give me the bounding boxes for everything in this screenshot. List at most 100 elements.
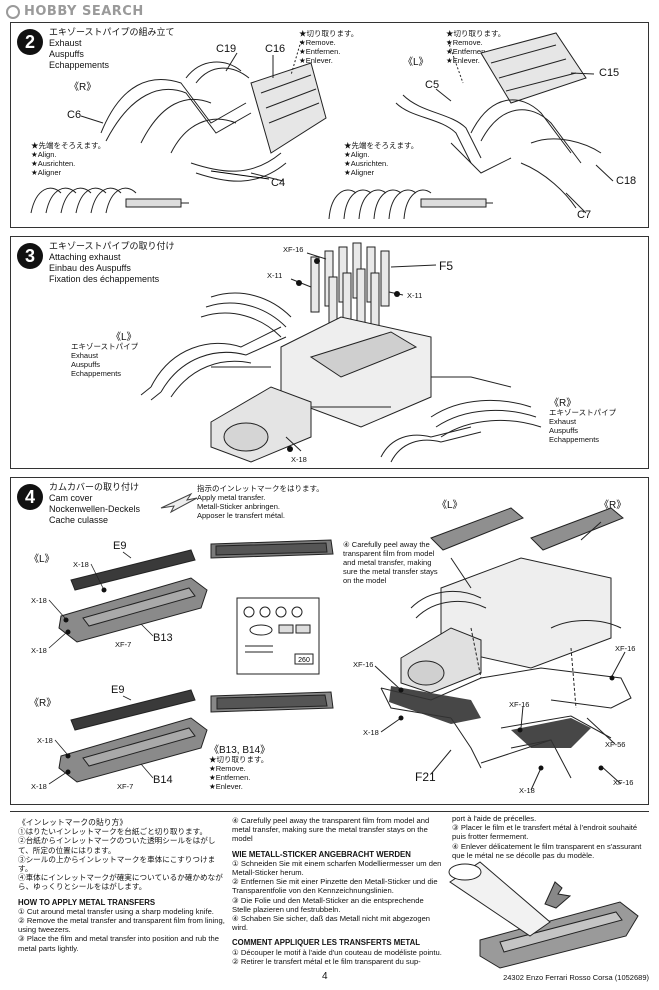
de-line-2: ② Entfernen Sie mit einer Pinzette den M… <box>232 877 438 896</box>
jp-line-3: ③シールの上からインレットマークを車体にこすりつけます。 <box>18 854 216 874</box>
align-fr: ★Aligner <box>31 168 62 177</box>
metal-transfer-illustration <box>448 861 639 969</box>
step-3-left-note: 《L》 エキゾーストパイプ Exhaust Auspuffs Echappeme… <box>71 332 139 379</box>
b-note-title: 《B13, B14》 <box>209 745 271 756</box>
step-4-side-l: 《L》 <box>29 554 55 565</box>
align-jp: ★先端をそろえます。 <box>344 141 419 150</box>
step-2-remove-note-right: ★切り取ります。 ★Remove. ★Entfernen. ★Enlever. <box>446 29 505 65</box>
part-x18-r2: X-18 <box>31 782 47 791</box>
en-title: HOW TO APPLY METAL TRANSFERS <box>18 897 156 907</box>
de-line-1: ① Schneiden Sie mit einem scharfen Model… <box>232 858 442 878</box>
step-4-title-en: Cam cover <box>49 493 93 503</box>
step-3-title-de: Einbau des Auspuffs <box>49 263 131 273</box>
transfer-fr: Apposer le transfert métal. <box>197 511 285 520</box>
part-xf56: XF-56 <box>605 740 626 749</box>
part-c19: C19 <box>216 43 237 55</box>
part-c5: C5 <box>425 79 440 91</box>
assembly-side-l: 《L》 <box>437 500 463 511</box>
part-x11-left: X-11 <box>267 271 283 280</box>
part-c4: C4 <box>271 177 286 189</box>
step-2-title-de: Auspuffs <box>49 49 84 59</box>
fr-line-1: ① Découper le motif à l'aide d'un coutea… <box>232 947 442 957</box>
step-3-engine-drawing <box>140 242 542 463</box>
de-line-4: ④ Schaben Sie sicher, daß das Metall nic… <box>232 914 431 933</box>
part-c18: C18 <box>616 175 637 187</box>
step-3-title-en: Attaching exhaust <box>49 252 121 262</box>
left-note-en: Exhaust <box>71 351 99 360</box>
step-3-title: エキゾーストパイプの取り付け Attaching exhaust Einbau … <box>49 241 175 285</box>
step-4-number: 4 <box>17 484 43 510</box>
part-b13: B13 <box>153 632 173 644</box>
remove-fr: ★Enlever. <box>209 782 243 791</box>
en-line-4: ④ Carefully peel away the transparent fi… <box>232 816 430 844</box>
hobby-search-logo-icon <box>6 4 20 19</box>
align-jp: ★先端をそろえます。 <box>31 141 106 150</box>
step-4-title-fr: Cache culasse <box>49 515 109 525</box>
part-xf16-a: XF-16 <box>353 660 374 669</box>
remove-de: ★Entfernen. <box>299 47 341 56</box>
transfer-en: Apply metal transfer. <box>197 493 266 502</box>
instructions-col-2: ④ Carefully peel away the transparent fi… <box>232 816 444 966</box>
left-note-side: 《L》 <box>111 332 137 343</box>
step-3-right-note: 《R》 エキゾーストパイプ Exhaust Auspuffs Echappeme… <box>549 399 616 445</box>
step-2-remove-note-left: ★切り取ります。 ★Remove. ★Entfernen. ★Enlever. <box>299 29 358 65</box>
part-x18-l1: X-18 <box>73 560 89 569</box>
part-xf7-r: XF-7 <box>117 782 134 791</box>
de-title: WIE METALL-STICKER ANGEBRACHT WERDEN <box>232 849 411 859</box>
part-c7: C7 <box>577 209 592 221</box>
de-line-3: ③ Die Folie und den Metall-Sticker an di… <box>232 895 424 914</box>
part-x18-l3: X-18 <box>31 646 47 655</box>
part-f5: F5 <box>439 259 454 273</box>
part-e9-r: E9 <box>111 684 125 696</box>
align-en: ★Align. <box>344 150 370 159</box>
step-4-peel-note: ④ Carefully peel away the transparent fi… <box>343 540 438 585</box>
left-note-de: Auspuffs <box>71 360 101 369</box>
part-x18-f: X-18 <box>363 728 379 737</box>
remove-en: ★Remove. <box>299 38 336 47</box>
right-note-fr: Echappements <box>549 435 600 444</box>
en-line-2: ② Remove the metal transfer and transpar… <box>18 916 225 935</box>
fr-title: COMMENT APPLIQUER LES TRANSFERTS METAL <box>232 938 420 948</box>
remove-jp: ★切り取ります。 <box>446 29 506 38</box>
align-de: ★Ausrichten. <box>344 159 389 168</box>
part-xf16-d: XF-16 <box>613 778 634 787</box>
align-en: ★Align. <box>31 150 57 159</box>
jp-line-2: ②台紙からインレットマークのついた透明シールをはがして、所定の位置にはります。 <box>18 836 216 855</box>
remove-fr: ★Enlever. <box>446 56 480 65</box>
step-3-title-fr: Fixation des échappements <box>49 274 160 284</box>
footer-code: 24302 Enzo Ferrari Rosso Corsa (1052689) <box>503 973 649 982</box>
part-xf16: XF-16 <box>283 245 304 254</box>
left-note-jp: エキゾーストパイプ <box>71 342 139 351</box>
fr-cont-1: port à l'aide de précelles. <box>452 814 537 823</box>
step-2-title-fr: Echappements <box>49 60 110 70</box>
transfer-jp: 指示のインレットマークをはります。 <box>197 484 324 493</box>
align-de: ★Ausrichten. <box>31 159 76 168</box>
remove-en: ★Remove. <box>209 764 246 773</box>
step-2-exhaust-drawing <box>30 32 614 220</box>
step-4-camcover-drawing: 260 <box>48 492 632 791</box>
fr-cont-3: ④ Enlever délicatement le film transpare… <box>452 841 642 860</box>
remove-de: ★Entfernen. <box>446 47 488 56</box>
part-x18-l2: X-18 <box>31 596 47 605</box>
jp-line-1: ①はりたいインレットマークを台紙ごと切り取ります。 <box>18 827 208 837</box>
step-4-title-jp: カムカバーの取り付け <box>49 482 140 492</box>
part-x18: X-18 <box>291 455 307 464</box>
step-2-align-note-right: ★先端をそろえます。 ★Align. ★Ausrichten. ★Aligner <box>344 141 418 177</box>
watermark: HOBBY SEARCH <box>6 4 144 19</box>
transfer-sheet-number: 260 <box>298 657 310 664</box>
part-xf7-l: XF-7 <box>115 640 132 649</box>
step-2-side-r: 《R》 <box>69 82 97 93</box>
step-3-title-jp: エキゾーストパイプの取り付け <box>49 241 175 251</box>
step-2-number: 2 <box>17 29 43 55</box>
step-3-number: 3 <box>17 243 43 269</box>
instructions-col-1: 《インレットマークの貼り方》 ①はりたいインレットマークを台紙ごと切り取ります。… <box>18 818 226 953</box>
remove-de: ★Entfernen. <box>209 773 251 782</box>
jp-line-4: ④車体にインレットマークが確実についているか確かめながら、ゆっくりとシールをはが… <box>18 873 223 892</box>
part-x18-g: X-18 <box>519 786 535 795</box>
step-4-panel: 4 カムカバーの取り付け Cam cover Nockenwellen-Deck… <box>10 477 649 805</box>
right-note-de: Auspuffs <box>549 426 579 435</box>
fr-line-2: ② Retirer le transfert métal et le film … <box>232 956 421 966</box>
watermark-text: HOBBY SEARCH <box>24 4 144 19</box>
remove-jp: ★切り取ります。 <box>209 755 269 764</box>
remove-jp: ★切り取ります。 <box>299 29 359 38</box>
